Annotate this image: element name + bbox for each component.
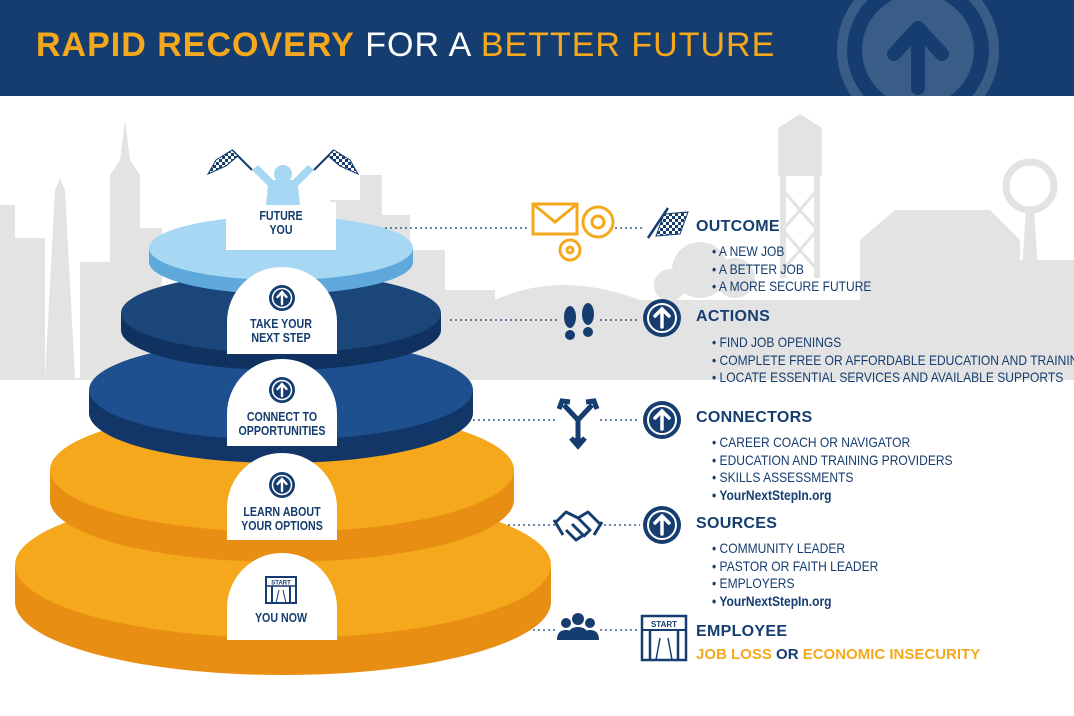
start-gate-icon: [265, 576, 297, 604]
section-title-actions: ACTIONS: [696, 308, 771, 325]
list-item: • EMPLOYERS: [712, 575, 795, 591]
person-flags-icon: [206, 149, 360, 205]
section-title-connectors: CONNECTORS: [696, 409, 813, 426]
up-arrow-circle-icon: [269, 377, 295, 403]
section-title-outcome: OUTCOME: [696, 218, 780, 235]
list-item: • EDUCATION AND TRAINING PROVIDERS: [712, 451, 953, 468]
sources-list: • COMMUNITY LEADER • PASTOR OR FAITH LEA…: [712, 540, 878, 610]
up-arrow-circle-icon: [643, 506, 681, 544]
up-arrow-circle-icon: [269, 472, 295, 498]
list-item: • LOCATE ESSENTIAL SERVICES AND AVAILABL…: [712, 369, 1064, 385]
tier-label-next-step: TAKE YOUR NEXT STEP: [250, 316, 312, 345]
tier-label-future: FUTURE YOU: [259, 208, 303, 237]
handshake-icon: [552, 510, 604, 542]
title-mid: FOR A: [354, 26, 481, 64]
page-title: RAPID RECOVERY FOR A BETTER FUTURE: [36, 26, 775, 65]
employee-subtitle: JOB LOSS OR ECONOMIC INSECURITY: [696, 646, 980, 663]
section-title-sources: SOURCES: [696, 515, 778, 532]
section-title-employee: EMPLOYEE: [696, 623, 788, 640]
up-arrow-circle-icon: [269, 285, 295, 311]
footprints-icon: [564, 303, 594, 340]
employee-start-label: START: [651, 620, 677, 629]
tier-label-you-now: YOU NOW: [254, 610, 308, 625]
checkered-flag-icon: [646, 207, 689, 239]
list-item: • FIND JOB OPENINGS: [712, 334, 842, 350]
infographic-scene: START: [0, 114, 1074, 675]
list-item-link: • YourNextStepIn.org: [712, 486, 832, 503]
or-label: OR: [771, 646, 803, 663]
tier-label-learn: LEARN ABOUT YOUR OPTIONS: [241, 504, 323, 533]
list-item: • COMMUNITY LEADER: [712, 540, 846, 556]
economic-insecurity-label: ECONOMIC INSECURITY: [802, 646, 981, 663]
list-item: • CAREER COACH OR NAVIGATOR: [712, 434, 911, 450]
list-item: • PASTOR OR FAITH LEADER: [712, 557, 879, 574]
connectors-list: • CAREER COACH OR NAVIGATOR • EDUCATION …: [712, 434, 953, 504]
up-arrow-logo-icon: [837, 0, 999, 96]
start-gate-label: START: [271, 581, 291, 587]
list-item: • COMPLETE FREE OR AFFORDABLE EDUCATION …: [712, 351, 1074, 368]
outcome-list: • A NEW JOB • A BETTER JOB • A MORE SECU…: [712, 243, 871, 296]
list-item: • A MORE SECURE FUTURE: [712, 278, 872, 294]
title-end: BETTER FUTURE: [480, 26, 776, 64]
gears-icon: [531, 202, 615, 262]
people-icon: [557, 613, 599, 640]
list-item: • SKILLS ASSESSMENTS: [712, 469, 854, 485]
start-gate-icon: [640, 614, 688, 662]
up-arrow-circle-icon: [643, 299, 681, 337]
up-arrow-circle-icon: [643, 401, 681, 439]
list-item: • A NEW JOB: [712, 243, 785, 259]
list-item: • A BETTER JOB: [712, 260, 804, 277]
job-loss-label: JOB LOSS: [696, 646, 772, 663]
header-banner: RAPID RECOVERY FOR A BETTER FUTURE: [0, 0, 1074, 96]
actions-list: • FIND JOB OPENINGS • COMPLETE FREE OR A…: [712, 334, 1074, 387]
title-bold: RAPID RECOVERY: [36, 26, 355, 64]
fork-icon: [556, 398, 600, 450]
pyramid-tier-future: [149, 216, 413, 294]
list-item-link: • YourNextStepIn.org: [712, 592, 832, 609]
tier-label-connect: CONNECT TO OPPORTUNITIES: [238, 409, 326, 438]
